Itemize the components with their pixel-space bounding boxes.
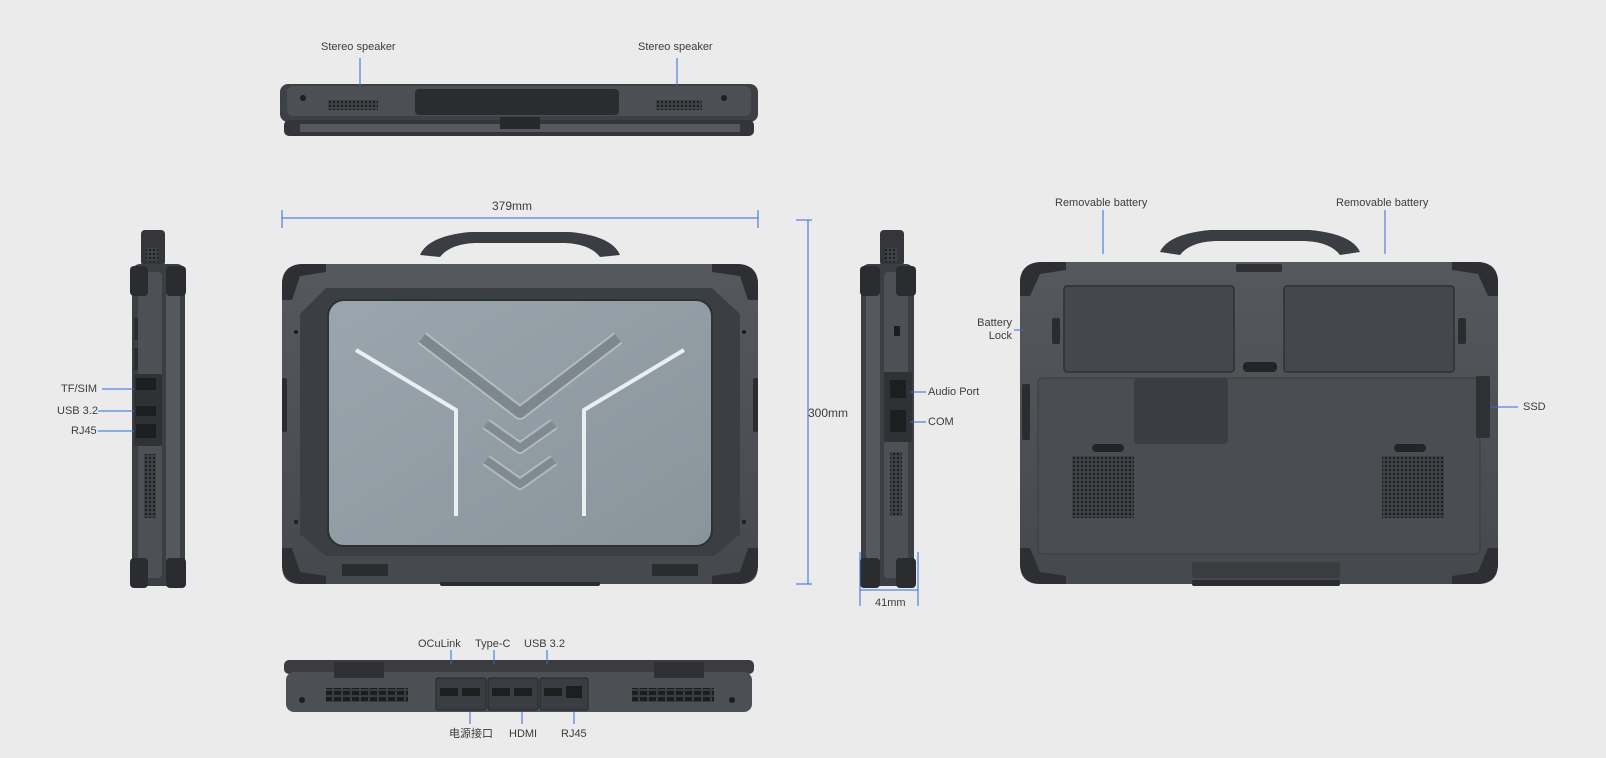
label-rj45-left: RJ45	[71, 425, 97, 437]
top-view-device	[280, 84, 758, 136]
dimension-lines	[281, 210, 919, 606]
label-audio-port: Audio Port	[928, 386, 980, 398]
speaker-grille-left	[328, 100, 378, 110]
label-oculink: OCuLink	[418, 638, 461, 650]
label-usb-bottom: USB 3.2	[524, 638, 565, 650]
label-ssd: SSD	[1523, 401, 1546, 413]
label-battery-lock-line2: Lock	[988, 330, 1012, 342]
back-view-device	[1020, 230, 1498, 586]
battery-pack-left	[1063, 285, 1235, 373]
label-tf-sim: TF/SIM	[61, 383, 98, 395]
vent-right	[632, 688, 714, 702]
label-width-dimension: 379mm	[492, 199, 533, 213]
front-view-device	[282, 232, 758, 586]
label-stereo-speaker-right: Stereo speaker	[638, 41, 713, 53]
rear-ports-device	[284, 660, 754, 712]
label-height-dimension: 300mm	[808, 406, 849, 420]
label-com: COM	[928, 416, 954, 428]
ssd-cover	[1476, 376, 1490, 438]
left-side-device	[130, 230, 186, 588]
brand-logo	[354, 332, 686, 516]
label-removable-battery-right: Removable battery	[1336, 197, 1429, 209]
vent-left	[326, 688, 408, 702]
right-side-device	[860, 230, 916, 588]
leader-lines	[98, 58, 1518, 724]
label-thickness-dimension: 41mm	[875, 597, 906, 609]
label-removable-battery-left: Removable battery	[1055, 197, 1148, 209]
label-rj45-bottom: RJ45	[561, 728, 587, 740]
label-power-port: 电源接口	[449, 728, 493, 740]
carry-handle	[420, 232, 620, 257]
label-stereo-speaker-left: Stereo speaker	[321, 41, 396, 53]
label-plate	[1134, 378, 1228, 444]
label-hdmi: HDMI	[509, 728, 538, 740]
lid-panel	[327, 299, 713, 547]
label-battery-lock-line1: Battery	[977, 317, 1012, 329]
label-type-c: Type-C	[475, 638, 511, 650]
speaker-grille-right	[656, 100, 702, 110]
label-usb-left: USB 3.2	[57, 405, 98, 417]
battery-pack-right	[1283, 285, 1455, 373]
